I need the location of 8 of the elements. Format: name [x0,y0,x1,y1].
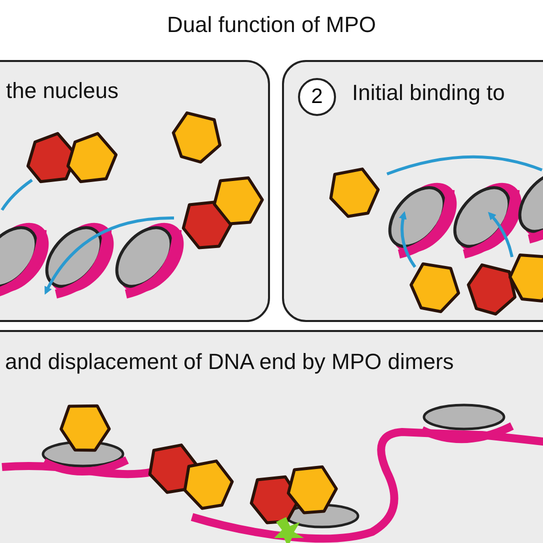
panel-heading: Initial binding to [352,80,505,106]
panel [282,60,543,322]
panel-heading: the nucleus [6,78,119,104]
step-number: 2 [298,78,336,116]
panel [0,330,543,543]
title: Dual function of MPO [166,12,378,38]
panel-heading: and displacement of DNA end by MPO dimers [5,349,454,375]
panel [0,60,270,322]
